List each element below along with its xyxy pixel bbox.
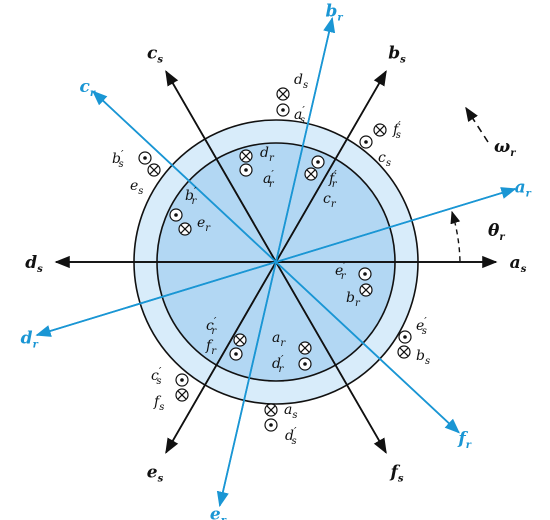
rotor-axis-label-br: br — [325, 2, 343, 24]
rotor-axis-label-er: er — [210, 504, 227, 520]
coil-label-fs-tr: f′s — [392, 119, 401, 141]
coil-label-ds-bot: d′s — [285, 425, 297, 447]
current-out-symbol-13 — [239, 163, 253, 177]
coil-label-er-tl: er — [197, 215, 211, 234]
current-in-symbol-20 — [233, 333, 247, 347]
current-in-symbol-15 — [304, 167, 318, 181]
current-in-symbol-7 — [397, 345, 411, 359]
rotor-axes: ar br cr dr er fr — [21, 2, 532, 520]
current-out-symbol-23 — [298, 357, 312, 371]
current-in-symbol-19 — [359, 283, 373, 297]
current-in-symbol-10 — [264, 403, 278, 417]
coil-label-cs-tr: cs — [378, 150, 391, 169]
current-in-symbol-17 — [178, 222, 192, 236]
current-out-symbol-8 — [175, 373, 189, 387]
current-out-symbol-1 — [276, 103, 290, 117]
stator-axis-label-as: as — [510, 253, 527, 275]
coil-label-dr-bot: d′r — [272, 353, 284, 375]
theta-angle-arc — [450, 210, 461, 263]
coil-label-fs-bl: fs — [153, 394, 164, 413]
coil-label-es-tl: es — [130, 178, 143, 197]
coil-label-as-top: a′s — [294, 104, 305, 126]
coil-label-as-bot: as — [284, 402, 298, 421]
coil-label-er-r: e′r — [335, 260, 347, 282]
rotor-axis-label-dr: dr — [21, 328, 39, 350]
rotor-axis-label-cr: cr — [79, 77, 95, 99]
current-out-symbol-14 — [311, 155, 325, 169]
current-out-symbol-16 — [169, 208, 183, 222]
stator-axis-label-fs: fs — [390, 463, 404, 485]
stator-axis-label-bs: bs — [388, 43, 406, 65]
stator-axis-label-cs: cs — [147, 43, 163, 65]
coil-label-br-r: br — [346, 290, 361, 309]
current-in-symbol-12 — [239, 149, 253, 163]
coil-label-bs-tl: b′s — [112, 148, 124, 170]
coil-label-es-br: e′s — [416, 315, 427, 337]
current-out-symbol-6 — [398, 330, 412, 344]
current-out-symbol-11 — [264, 418, 278, 432]
current-out-symbol-18 — [358, 267, 372, 281]
omega-label: ωr — [494, 137, 516, 159]
coil-label-cs-bl: c′s — [151, 365, 162, 387]
current-in-symbol-9 — [175, 388, 189, 402]
omega-direction-arrow — [465, 106, 489, 143]
coil-label-ar-top: a′r — [263, 168, 275, 190]
stator-axis-label-ds: ds — [25, 253, 43, 275]
rotor-axis-label-fr: fr — [457, 429, 471, 451]
rotor-axis-label-ar: ar — [515, 178, 532, 200]
rotor-axis-fr — [92, 90, 460, 434]
coil-label-ds-top: ds — [294, 72, 308, 91]
current-in-symbol-2 — [373, 123, 387, 137]
coil-label-cr-tr: cr — [323, 191, 337, 210]
stator-axis-label-es: es — [147, 463, 164, 485]
coil-label-cr-bl: c′r — [206, 315, 217, 337]
current-out-symbol-21 — [229, 347, 243, 361]
coil-label-bs-br: bs — [416, 348, 430, 367]
coil-label-dr-top: dr — [260, 145, 275, 164]
theta-label: θr — [488, 221, 505, 243]
coil-label-fr-tr: f′r — [328, 168, 338, 190]
coil-labels: ds a′s f′scs b′s es e′s bs c′s fs as d′s dr a′r f′rcr… — [112, 72, 430, 447]
conductor-symbols — [138, 87, 412, 432]
coil-label-ar-bot: ar — [272, 330, 286, 349]
current-in-symbol-5 — [147, 163, 161, 177]
current-out-symbol-4 — [138, 151, 152, 165]
coil-label-br-tl: b′r — [185, 185, 197, 207]
current-out-symbol-3 — [359, 135, 373, 149]
current-in-symbol-0 — [276, 87, 290, 101]
current-in-symbol-22 — [298, 341, 312, 355]
coil-label-fr-bl: fr — [205, 338, 217, 357]
